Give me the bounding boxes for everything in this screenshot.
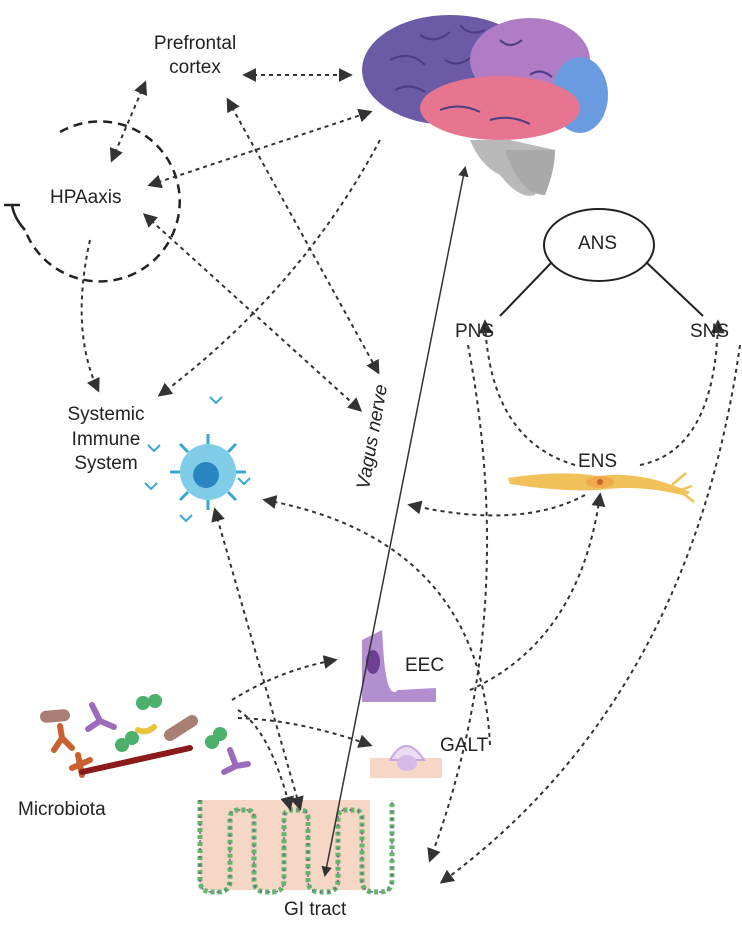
immune-line3: System xyxy=(74,453,138,475)
ans-hierarchy xyxy=(499,208,704,317)
hpa-axis-label: HPAaxis xyxy=(50,187,122,208)
ans-label: ANS xyxy=(578,233,618,254)
arrow-microbiota-gi xyxy=(237,709,294,811)
galt-illustration xyxy=(370,745,442,778)
arrow-prefrontal-vagus xyxy=(226,97,380,375)
arrow-ens-pns xyxy=(478,319,576,466)
vagus-nerve-line xyxy=(321,165,469,878)
arrow-pns-gi xyxy=(427,344,489,863)
brain-illustration xyxy=(362,15,608,196)
arrow-ens-sns xyxy=(639,319,725,466)
arrow-immune-gi xyxy=(211,507,304,811)
gi-tract-label: GI tract xyxy=(284,899,347,920)
galt-label: GALT xyxy=(440,735,489,756)
arrow-hpa-immune xyxy=(80,239,100,393)
arrow-ens-vagus xyxy=(407,494,586,517)
arrow-eec-ens xyxy=(469,492,606,691)
hpa-feedback-loop xyxy=(4,120,181,283)
prefrontal-line2: cortex xyxy=(169,56,221,78)
enteric-neuron-illustration xyxy=(508,472,695,503)
arrow-galt-immune xyxy=(262,495,491,746)
microbiota-illustration xyxy=(40,694,251,778)
arrow-brain-immune xyxy=(157,139,381,397)
eec-label: EEC xyxy=(405,655,445,676)
arrow-hpa-vagus xyxy=(142,213,363,412)
immune-line2: Immune xyxy=(71,428,141,450)
arrow-sns-gi xyxy=(439,344,741,884)
arrow-microbiota-galt xyxy=(237,717,373,748)
arrow-prefrontal-hpa xyxy=(109,80,148,163)
pns-label: PNS xyxy=(455,321,495,342)
immune-line1: Systemic xyxy=(67,404,145,425)
systemic-immune-system-label: Systemic Immune System xyxy=(58,403,154,477)
ens-label: ENS xyxy=(578,451,618,472)
gi-tract-illustration xyxy=(197,800,395,895)
immune-cell-illustration xyxy=(144,396,251,523)
microbiota-label: Microbiota xyxy=(18,799,106,820)
sns-label: SNS xyxy=(690,321,730,342)
arrow-hpa-brain xyxy=(147,108,373,189)
arrow-microbiota-eec xyxy=(231,655,338,701)
prefrontal-line1: Prefrontal xyxy=(153,33,237,54)
prefrontal-cortex-label: Prefrontal cortex xyxy=(140,32,250,80)
